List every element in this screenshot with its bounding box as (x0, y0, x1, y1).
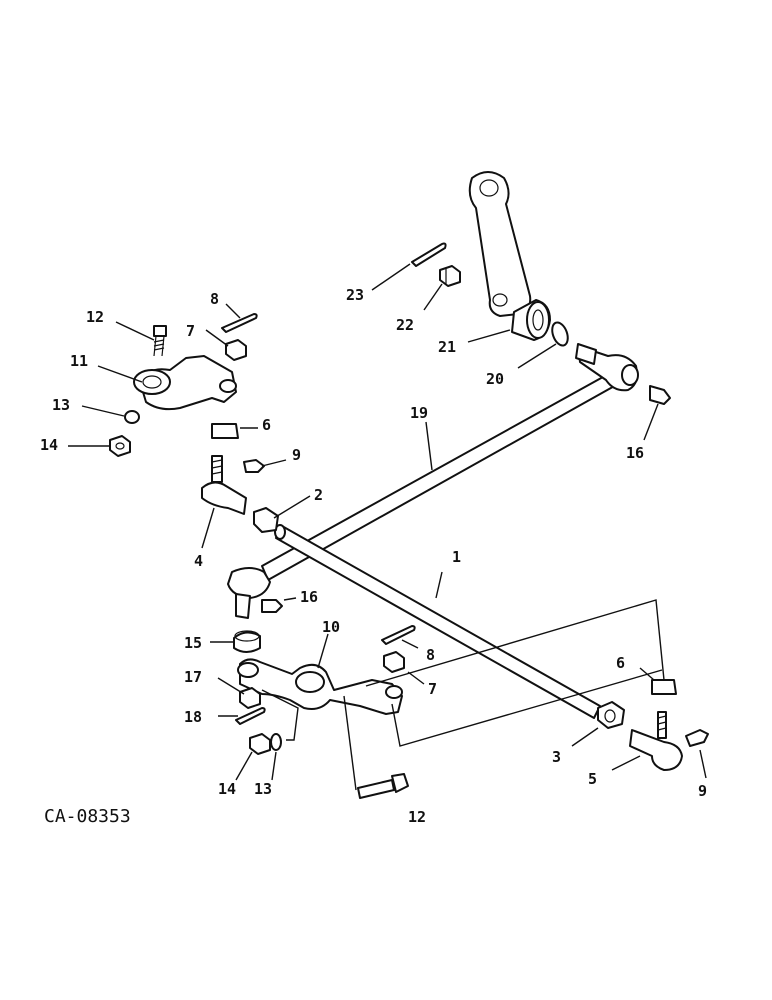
cotter-pin-8-lower (381, 625, 416, 645)
callout-labels: 23 22 21 20 16 19 12 11 13 14 8 7 6 9 2 … (40, 286, 707, 826)
castle-nut-22 (439, 265, 461, 287)
callout-19: 19 (410, 404, 428, 422)
callout-12-lower: 12 (408, 808, 426, 826)
callout-16-upper: 16 (626, 444, 644, 462)
steering-arm-11 (133, 355, 237, 411)
callout-11: 11 (70, 352, 88, 370)
steering-arm-10 (237, 658, 403, 715)
callout-14-upper: 14 (40, 436, 58, 454)
bushing-21 (511, 299, 551, 341)
dust-seal-6-upper (211, 423, 239, 439)
callout-16-lower: 16 (300, 588, 318, 606)
bushing-15 (233, 630, 261, 653)
lock-washer-13-lower (270, 733, 282, 751)
grease-fitting-16-upper (649, 385, 671, 405)
callout-3: 3 (552, 748, 561, 766)
cotter-pin-23 (411, 242, 447, 267)
callout-23: 23 (346, 286, 364, 304)
cotter-pin-8-upper (221, 313, 258, 333)
callout-7-lower: 7 (428, 680, 437, 698)
callout-10: 10 (322, 618, 340, 636)
callout-9-upper: 9 (292, 446, 301, 464)
callout-20: 20 (486, 370, 504, 388)
callout-6-lower: 6 (616, 654, 625, 672)
bolt-12-lower (357, 773, 409, 799)
leader-lines (68, 263, 707, 791)
snap-ring-20 (551, 321, 569, 347)
callout-12-upper: 12 (86, 308, 104, 326)
grease-fitting-9-right (685, 729, 709, 747)
callout-8-lower: 8 (426, 646, 435, 664)
callout-2: 2 (314, 486, 323, 504)
callout-22: 22 (396, 316, 414, 334)
callout-17: 17 (184, 668, 202, 686)
lock-washer-13-upper (124, 410, 140, 424)
castle-nut-7-upper (225, 339, 247, 361)
tie-rod-end-4 (201, 455, 247, 515)
pitman-arm (468, 171, 532, 317)
grease-fitting-16-lower (261, 599, 283, 613)
callout-9-lower: 9 (698, 782, 707, 800)
callout-1: 1 (452, 548, 461, 566)
grease-fitting-9-left (243, 459, 265, 473)
callout-14-lower: 14 (218, 780, 236, 798)
callout-21: 21 (438, 338, 456, 356)
callout-15: 15 (184, 634, 202, 652)
dust-seal-6-right (651, 679, 677, 695)
callout-8-upper: 8 (210, 290, 219, 308)
cotter-pin-18 (235, 707, 266, 725)
jam-nut-2 (253, 507, 279, 533)
castle-nut-17 (239, 687, 261, 709)
nut-14-lower (249, 733, 271, 755)
nut-14-upper (109, 435, 131, 457)
callout-18: 18 (184, 708, 202, 726)
tie-rod-1 (274, 524, 601, 719)
jam-nut-3 (597, 701, 625, 729)
callout-4: 4 (194, 552, 203, 570)
tie-rod-end-5 (629, 711, 683, 771)
drag-link-19 (227, 343, 639, 619)
bolt-12-upper (153, 325, 167, 357)
callout-13-lower: 13 (254, 780, 272, 798)
drawing-code: CA-08353 (44, 806, 131, 827)
castle-nut-7-lower (383, 651, 405, 673)
callout-6-upper: 6 (262, 416, 271, 434)
callout-5: 5 (588, 770, 597, 788)
callout-7-upper: 7 (186, 322, 195, 340)
callout-13-upper: 13 (52, 396, 70, 414)
